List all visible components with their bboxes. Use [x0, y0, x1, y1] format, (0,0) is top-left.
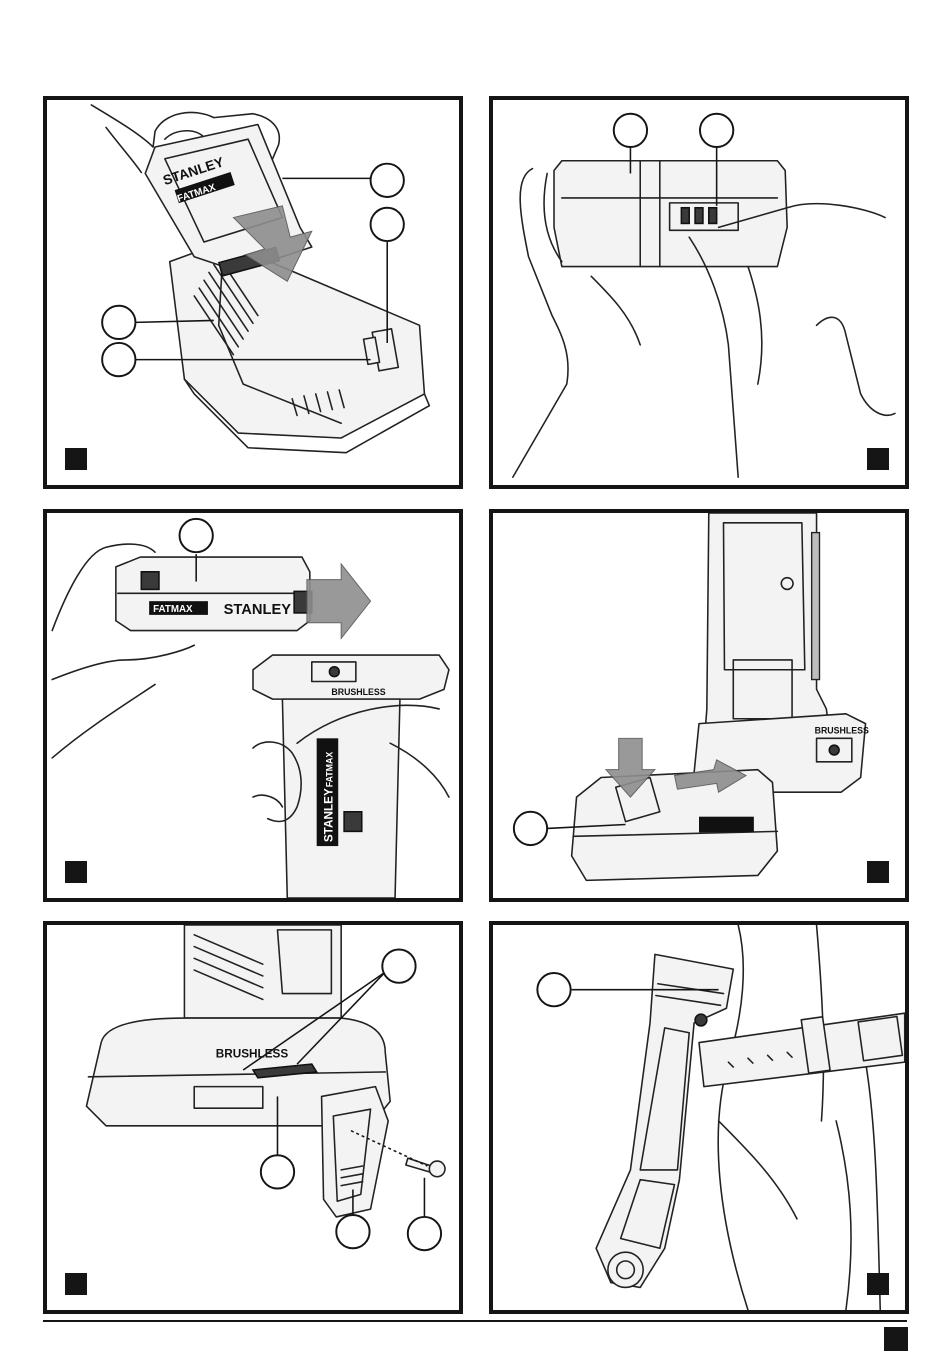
figure-panel-f	[489, 921, 909, 1314]
battery-install-illustration: BRUSHLESS	[493, 513, 905, 898]
footer-rule	[43, 1320, 907, 1322]
figure-marker	[867, 448, 889, 470]
svg-text:STANLEY: STANLEY	[322, 788, 335, 842]
svg-text:BRUSHLESS: BRUSHLESS	[331, 687, 385, 697]
figure-marker	[867, 1273, 889, 1295]
figure-marker	[65, 448, 87, 470]
page-number-badge	[884, 1327, 908, 1351]
svg-text:BRUSHLESS: BRUSHLESS	[216, 1047, 289, 1060]
belt-clip-wear-illustration	[493, 925, 905, 1310]
battery-removal-illustration: STANLEY FATMAX BRUSHLESS STANLEY FATMAX	[47, 513, 459, 898]
figure-panel-d: BRUSHLESS	[489, 509, 909, 902]
figure-panel-e: BRUSHLESS	[43, 921, 463, 1314]
svg-text:STANLEY: STANLEY	[224, 602, 292, 618]
charger-battery-illustration: STANLEY FATMAX	[47, 100, 459, 485]
svg-text:FATMAX: FATMAX	[324, 752, 334, 788]
figure-marker	[65, 861, 87, 883]
figure-panel-b	[489, 96, 909, 489]
figure-marker	[65, 1273, 87, 1295]
svg-text:BRUSHLESS: BRUSHLESS	[815, 725, 869, 735]
figure-marker	[867, 861, 889, 883]
figure-panel-c: STANLEY FATMAX BRUSHLESS STANLEY FATMAX	[43, 509, 463, 902]
belt-clip-install-illustration: BRUSHLESS	[47, 925, 459, 1310]
svg-text:FATMAX: FATMAX	[153, 604, 193, 615]
battery-fuel-gauge-illustration	[493, 100, 905, 485]
figure-panel-a: STANLEY FATMAX	[43, 96, 463, 489]
